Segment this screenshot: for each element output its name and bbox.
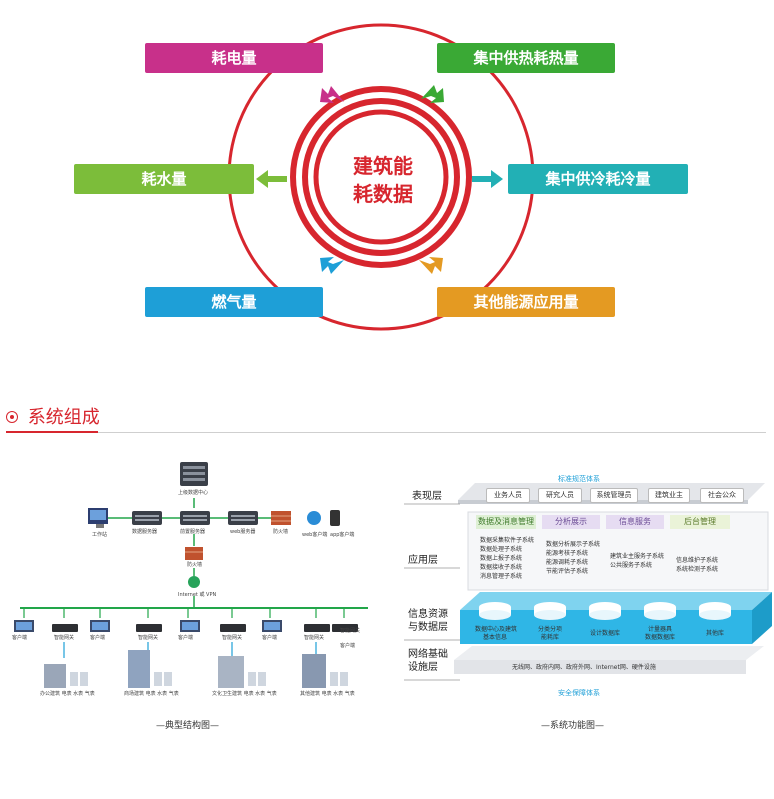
module-item: 数据处理子系统: [480, 546, 523, 553]
db-label-design: 设计数据库: [589, 630, 620, 637]
section-header: 系统组成: [6, 403, 100, 429]
building-label-other: 其他建筑 电表 水表 气表: [300, 691, 355, 697]
category-gas: 燃气量: [145, 287, 323, 317]
module-item: 系统检测子系统: [676, 566, 719, 573]
module-item: 数据分析展示子系统: [546, 541, 601, 548]
db-label-category: 分类分项 能耗库: [537, 626, 562, 641]
row-label-10: 智能网关: [340, 628, 361, 634]
module-head-analysis: 分析展示: [542, 515, 600, 529]
module-body-info-service: 建筑业主服务子系统 公共服务子系统: [610, 552, 668, 570]
row-label-8: 智能网关: [304, 635, 325, 641]
server-label-workstation: 工作站: [92, 532, 108, 538]
network-text: 无线网、政府内网、政府外网、Internet网、硬件设施: [512, 664, 656, 671]
functional-caption: —系统功能图—: [541, 721, 605, 731]
globe-icon: [307, 511, 321, 525]
module-item: 节能评估子系统: [546, 568, 589, 575]
row-label-4: 智能网关: [138, 635, 159, 641]
user-chip-admin: 系统管理员: [590, 488, 638, 503]
category-central-heating: 集中供热耗热量: [437, 43, 615, 73]
bottom-security-label: 安全保障体系: [558, 689, 600, 697]
module-item: 公共服务子系统: [610, 562, 653, 569]
row-label-7: 客户端: [262, 635, 278, 641]
row-label-3: 客户端: [90, 635, 106, 641]
row-label-5: 客户端: [178, 635, 194, 641]
row-label-6: 智能网关: [222, 635, 243, 641]
building-icons: [44, 650, 326, 688]
arrow-to-gas: [320, 257, 344, 274]
layer-presentation: 表现层: [412, 491, 442, 502]
center-title: 建筑能 耗数据: [328, 152, 438, 208]
user-chip-research: 研究人员: [538, 488, 582, 503]
circle-dot-icon: [6, 411, 18, 423]
server-label-front: 前置服务器: [180, 529, 206, 535]
category-other-energy: 其他能源应用量: [437, 287, 615, 317]
top-server-label: 上级数据中心: [178, 490, 209, 496]
firewall-icon: [271, 511, 291, 525]
building-label-culture: 文化卫生建筑 电表 水表 气表: [212, 691, 277, 697]
internet-globe-icon: [188, 576, 200, 588]
section-divider-accent: [6, 431, 98, 433]
layer-data: 信息资源 与数据层: [408, 609, 448, 633]
internet-label: Internet 或 VPN: [178, 592, 217, 598]
web-server-icon: [228, 511, 258, 525]
row-label-9: 客户端: [340, 643, 356, 649]
building-label-mall: 商场建筑 电表 水表 气表: [124, 691, 179, 697]
user-chip-owner: 建筑业主: [648, 488, 690, 503]
layer-application: 应用层: [408, 555, 438, 566]
center-title-line1: 建筑能: [353, 154, 413, 178]
firewall2-icon: [185, 547, 203, 560]
db-label-center: 数据中心及建筑 基本信息: [475, 626, 518, 641]
db-label-meter: 计量器具 数据数据库: [644, 626, 675, 641]
module-body-data-msg: 数据采集软件子系统 数据处理子系统 数据上报子系统 数据接收子系统 消息管理子系…: [480, 536, 540, 581]
server-label-data: 数据服务器: [132, 529, 158, 535]
category-water: 耗水量: [74, 164, 254, 194]
module-item: 数据上报子系统: [480, 555, 523, 562]
row-label-1: 客户端: [12, 635, 28, 641]
topology-caption: —典型结构图—: [156, 721, 220, 731]
module-item: 能源考核子系统: [546, 550, 589, 557]
module-item: 数据接收子系统: [480, 564, 523, 571]
layer-network: 网络基础 设施层: [408, 649, 448, 673]
user-chip-public: 社会公众: [700, 488, 744, 503]
module-item: 建筑业主服务子系统: [610, 553, 665, 560]
arrow-to-electricity: [320, 86, 344, 103]
top-norm-label: 标准规范体系: [558, 475, 600, 483]
firewall2-label: 防火墙: [187, 562, 203, 568]
inner-ring-1: [290, 86, 472, 268]
db-label-other: 其他库: [705, 630, 724, 637]
database-icons: [479, 602, 731, 620]
row-label-2: 智能网关: [54, 635, 75, 641]
user-chip-business: 业务人员: [486, 488, 530, 503]
inner-ring-2: [302, 98, 460, 256]
inner-ring-3: [313, 109, 449, 245]
arrow-to-heat: [421, 85, 444, 103]
module-item: 信息维护子系统: [676, 557, 719, 564]
module-item: 数据采集软件子系统: [480, 537, 535, 544]
module-item: 消息管理子系统: [480, 573, 523, 580]
category-central-cooling: 集中供冷耗冷量: [508, 164, 688, 194]
center-title-line2: 耗数据: [353, 182, 413, 206]
data-server-icon: [132, 511, 162, 525]
client-label-web: web客户端: [302, 532, 328, 538]
section-title-text: 系统组成: [27, 407, 100, 428]
topology-diagram: [14, 462, 368, 688]
module-body-backend: 信息维护子系统 系统检测子系统: [676, 556, 736, 574]
server-label-firewall: 防火墙: [273, 529, 289, 535]
module-item: 能源调耗子系统: [546, 559, 589, 566]
module-head-info-service: 信息服务: [606, 515, 664, 529]
module-head-backend: 后台管理: [670, 515, 730, 529]
phone-icon: [330, 510, 340, 526]
server-label-web: web服务器: [230, 529, 256, 535]
client-label-app: app客户端: [330, 532, 355, 538]
module-body-analysis: 数据分析展示子系统 能源考核子系统 能源调耗子系统 节能评估子系统: [546, 540, 604, 576]
section-divider: [6, 432, 766, 433]
building-label-office: 办公建筑 电表 水表 气表: [40, 691, 95, 697]
arrow-to-cooling: [472, 170, 503, 188]
energy-diagram: [227, 23, 535, 331]
front-server-icon: [180, 511, 210, 525]
module-head-data-msg: 数据及消息管理: [476, 515, 536, 529]
arrow-to-other: [419, 257, 443, 274]
arrow-to-water: [256, 170, 287, 188]
category-electricity: 耗电量: [145, 43, 323, 73]
